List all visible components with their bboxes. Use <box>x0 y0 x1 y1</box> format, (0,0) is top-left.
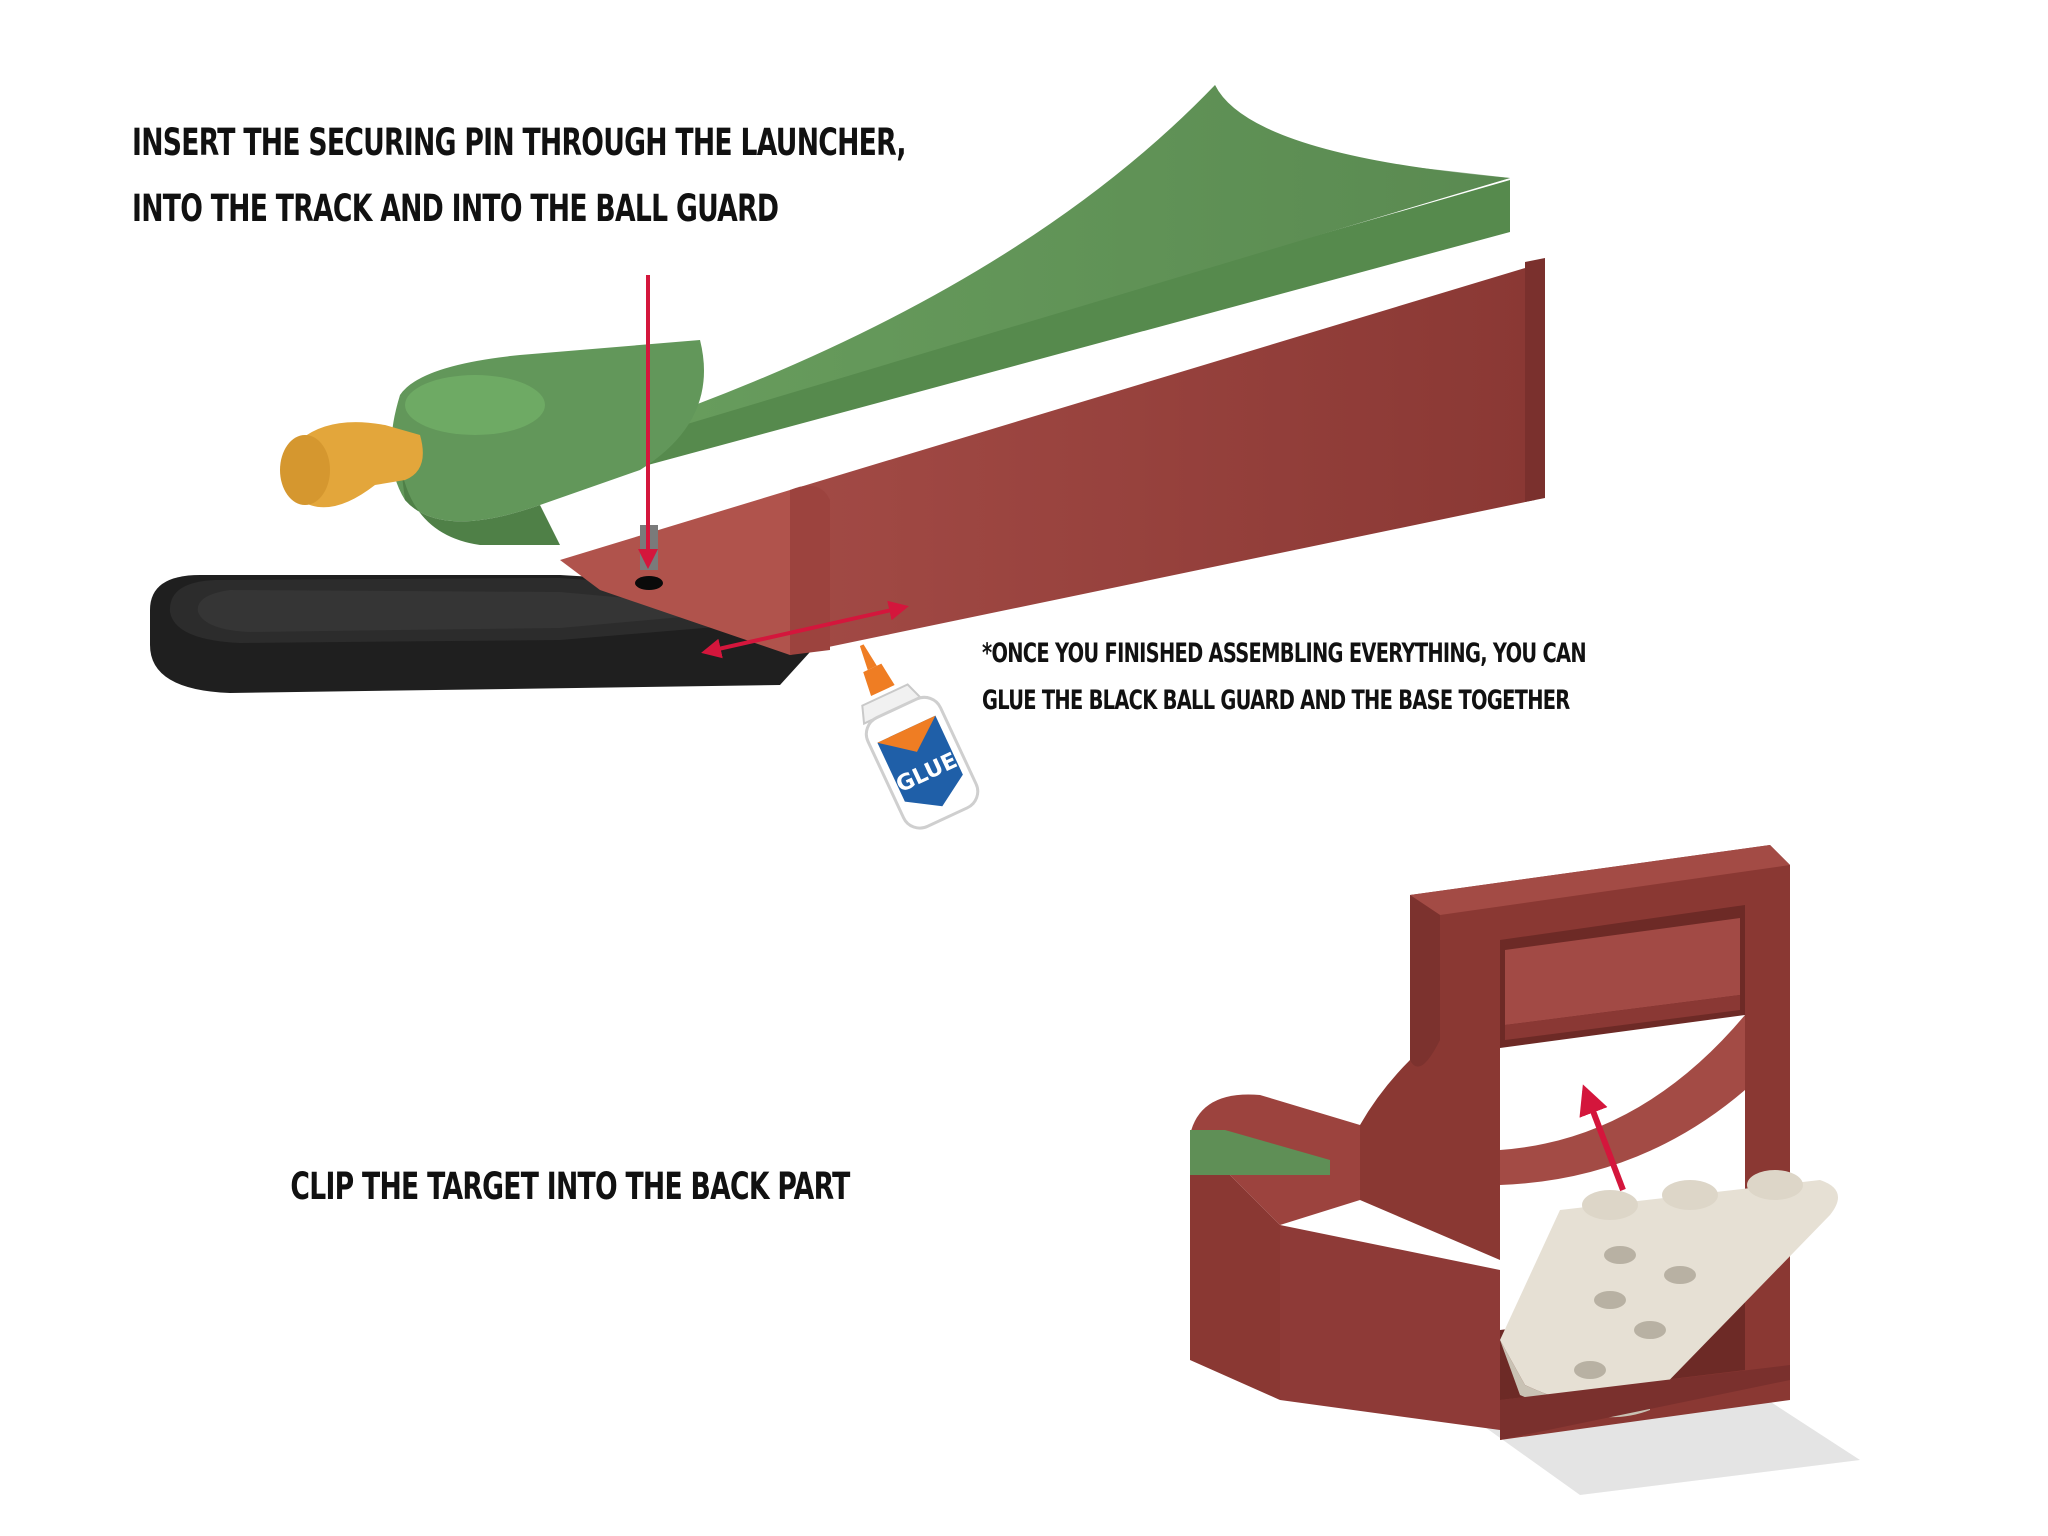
launcher-knob <box>280 422 423 507</box>
glue-note-line2: glue the black ball guard and the base t… <box>982 677 1558 724</box>
back-part-assembly <box>1190 845 1860 1495</box>
glue-note-line1: *Once you finished assembling everything… <box>982 630 1558 677</box>
pin-instruction-line2: into the track and into the ball guard <box>132 176 708 242</box>
glue-note: *Once you finished assembling everything… <box>982 630 1558 724</box>
target-instruction: Clip the target into the back part <box>289 1160 851 1214</box>
pin-instruction-line1: Insert the securing pin through the laun… <box>132 110 708 176</box>
glue-bottle-icon: GLUE <box>830 626 984 834</box>
pin-instruction: Insert the securing pin through the laun… <box>132 110 708 242</box>
target-instruction-line: Clip the target into the back part <box>289 1160 851 1214</box>
